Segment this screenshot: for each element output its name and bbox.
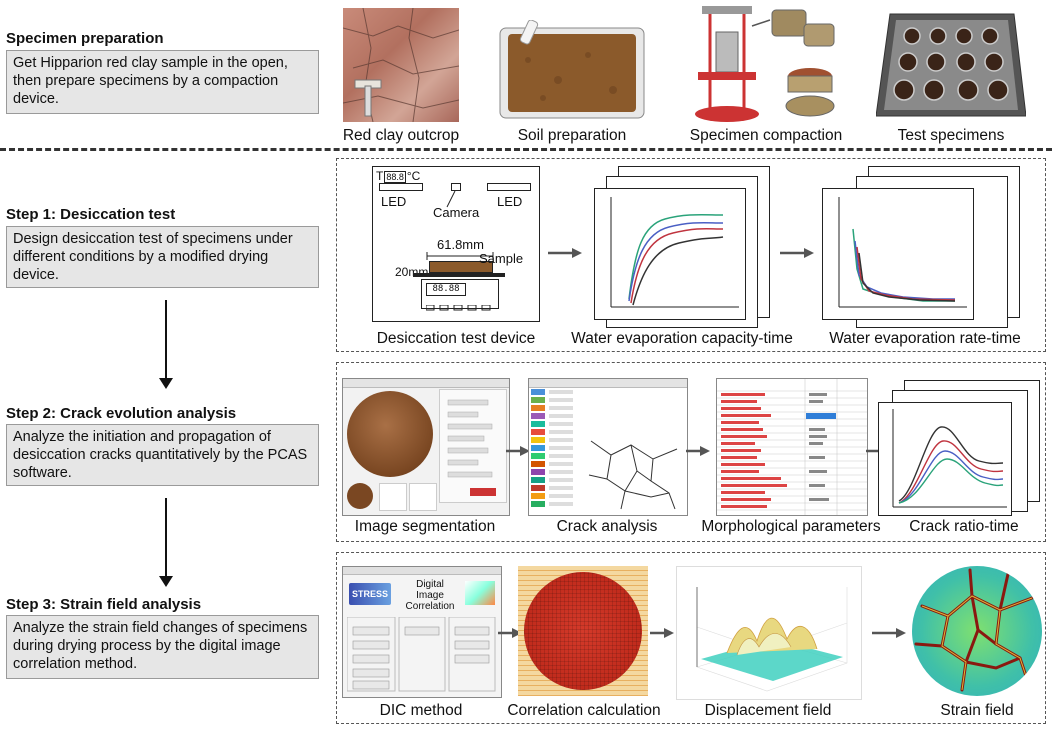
caption-image-segmentation: Image segmentation [354,518,496,535]
section-separator [0,148,1052,151]
crack-network-image [588,440,678,510]
dic-buttons-panel [347,617,496,692]
correlation-specimen-grid [524,572,642,690]
specimen-compaction-photo [692,2,848,124]
temp-symbol: T [376,169,384,183]
image-segmentation-screenshot [342,378,510,516]
caption-red-clay-outcrop: Red clay outcrop [342,127,460,144]
caption-dic-method: DIC method [379,702,463,719]
dic-title-line-3: Correlation [405,601,455,612]
dic-title-line-1: Digital [416,579,444,590]
step1-title: Step 1: Desiccation test [6,206,176,223]
arrow-2a [506,446,530,456]
thumbnail-binary-2 [409,483,437,511]
scale-display: 88.88 [426,283,466,296]
flow-arrow-1-line [165,300,167,380]
capacity-chart [594,188,746,320]
arrow-3a [498,628,522,638]
displacement-surface [696,587,848,692]
strain-crack-pattern [914,568,1034,692]
led-right-label: LED [497,194,523,209]
capacity-curves [610,197,739,308]
caption-capacity-time: Water evaporation capacity-time [571,330,793,347]
arrow-1b [780,248,814,258]
dic-method-window: STRESS Digital Image Correlation [342,566,502,698]
arrow-2b [686,446,710,456]
displacement-field-plot [676,566,862,700]
step2-description: Analyze the initiation and propagation o… [6,424,319,486]
camera-label: Camera [433,205,480,220]
caption-desiccation-device: Desiccation test device [376,330,536,347]
scale-body: 88.88 [421,279,499,311]
diameter-label: 61.8mm [437,237,484,252]
flow-arrow-2-line [165,498,167,578]
caption-crack-analysis: Crack analysis [556,518,658,535]
temp-unit: °C [406,169,421,183]
test-specimens-photo [876,10,1026,120]
step1-panel [336,158,1046,352]
flow-arrow-2-head [159,576,173,587]
segmentation-menu-bar [343,379,509,388]
led-left-label: LED [381,194,407,209]
dic-surface-icon [465,581,495,605]
correlation-calculation-image [518,566,648,696]
thumbnail-specimen [347,483,373,509]
segmentation-controls-panel [439,389,507,503]
caption-strain-field: Strain field [940,702,1014,719]
step2-panel [336,362,1046,542]
crack-menu-bar [529,379,687,388]
step1-description: Design desiccation test of specimens und… [6,226,319,288]
crack-ratio-curves [892,409,1007,508]
prep-description: Get Hipparion red clay sample in the ope… [6,50,319,114]
led-left-bar [379,183,423,191]
prep-title: Specimen preparation [6,30,164,47]
sample-label: Sample [479,251,524,266]
caption-correlation-calculation: Correlation calculation [507,702,661,719]
step3-title: Step 3: Strain field analysis [6,596,202,613]
scale-top [413,273,505,277]
soil-preparation-photo [498,20,646,120]
led-right-bar [487,183,531,191]
caption-crack-ratio-time: Crack ratio-time [909,518,1019,535]
step3-description: Analyze the strain field changes of spec… [6,615,319,679]
segmented-specimen-image [347,391,433,477]
morph-table-grid [717,379,867,515]
stress-logo: STRESS [349,583,391,605]
arrow-1a [548,248,582,258]
dic-title-bar [343,567,501,575]
crack-analysis-screenshot [528,378,688,516]
step3-panel [336,552,1046,724]
arrow-3c [872,628,906,638]
camera-pointer [446,190,456,208]
dic-window-title: Digital Image Correlation [397,579,463,612]
diameter-dimension [426,252,494,260]
rate-chart [822,188,974,320]
temp-display: 88.8 [384,171,406,183]
rate-curves [838,197,967,308]
red-clay-outcrop-photo [343,8,459,122]
caption-specimen-compaction: Specimen compaction [689,127,843,144]
crack-color-table [531,389,573,507]
camera-icon [451,183,461,191]
arrow-3b [650,628,674,638]
step2-title: Step 2: Crack evolution analysis [6,405,237,422]
caption-rate-time: Water evaporation rate-time [829,330,1021,347]
thumbnail-binary-1 [379,483,407,511]
strain-field-image [912,566,1042,696]
caption-test-specimens: Test specimens [897,127,1005,144]
caption-soil-preparation: Soil preparation [517,127,627,144]
dic-title-line-2: Image [416,590,444,601]
morphological-parameters-table [716,378,868,516]
crack-ratio-chart [878,402,1012,516]
sample-icon [429,261,493,273]
caption-displacement-field: Displacement field [704,702,832,719]
scale-buttons [425,298,492,311]
flow-arrow-1-head [159,378,173,389]
caption-morphological-parameters: Morphological parameters [701,518,881,535]
